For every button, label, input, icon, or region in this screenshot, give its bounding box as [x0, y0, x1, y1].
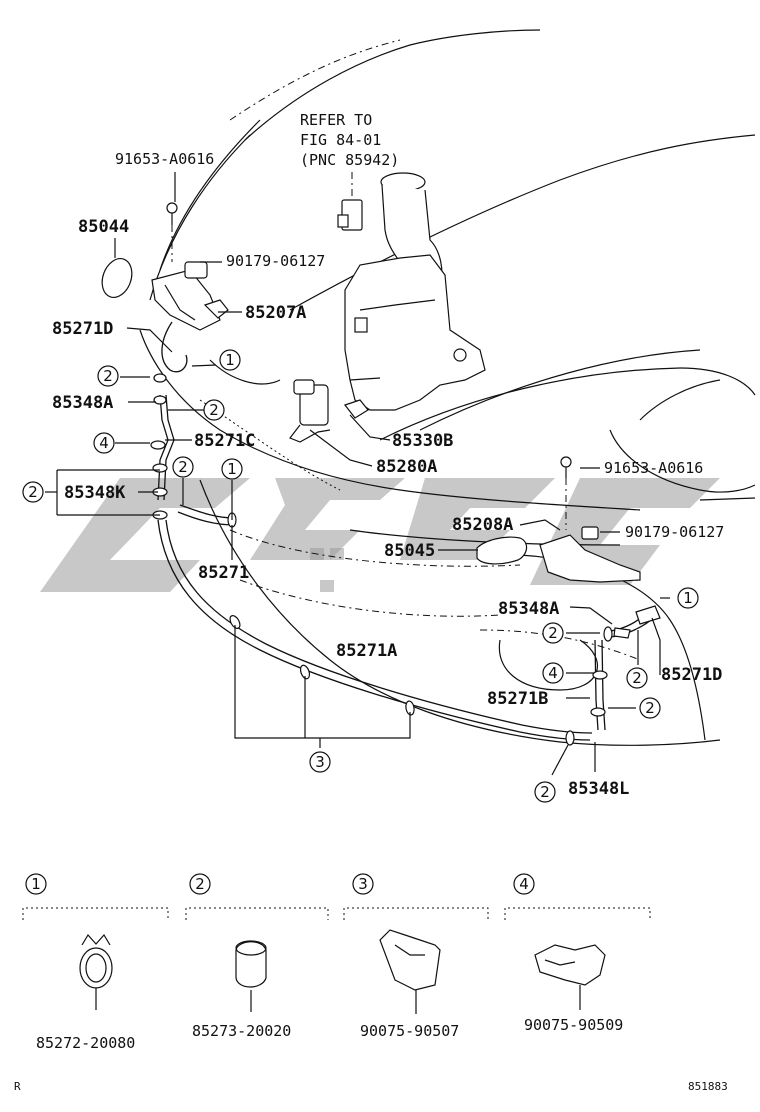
legend-part-4: 90075-90509	[524, 1016, 623, 1034]
ref-circle-2: 2	[97, 365, 119, 387]
legend-part-1: 85272-20080	[36, 1034, 135, 1052]
washer-tank	[344, 172, 486, 411]
svg-text:3: 3	[315, 753, 325, 771]
hoses	[157, 321, 657, 741]
svg-text:2: 2	[645, 699, 655, 717]
svg-text:2: 2	[632, 669, 642, 687]
ref-circle-2: 2	[639, 697, 661, 719]
refer-note-line-1: REFER TO	[300, 111, 372, 129]
svg-text:1: 1	[225, 351, 235, 369]
clamp-icon	[379, 929, 441, 1014]
ref-circle-2: 2	[534, 781, 556, 803]
svg-text:1: 1	[683, 589, 693, 607]
callout-85280a: 85280A	[376, 457, 437, 477]
callout-85207a: 85207A	[245, 303, 306, 323]
refer-note: REFER TO FIG 84-01 (PNC 85942)	[300, 111, 399, 169]
refer-note-line-3: (PNC 85942)	[300, 151, 399, 169]
callout-85271d-left: 85271D	[52, 319, 113, 339]
legend-num-2: 2	[195, 875, 205, 893]
legend-item-3: 3 90075-90507	[343, 873, 489, 1040]
right-cleaner-nozzle	[476, 456, 641, 583]
svg-text:2: 2	[28, 483, 38, 501]
svg-text:2: 2	[103, 367, 113, 385]
ref-circle-1: 1	[219, 349, 241, 371]
callout-85271: 85271	[198, 563, 249, 583]
callout-90179-right: 90179-06127	[625, 523, 724, 541]
svg-text:2: 2	[209, 401, 219, 419]
footer-mark: R	[14, 1080, 21, 1093]
refer-connector	[337, 172, 363, 231]
callout-85208a: 85208A	[452, 515, 513, 535]
ref-circle-2: 2	[22, 481, 44, 503]
legend-part-2: 85273-20020	[192, 1022, 291, 1040]
callout-90179-top: 90179-06127	[226, 252, 325, 270]
legend-item-1: 1 85272-20080	[22, 873, 169, 1052]
ref-circle-2: 2	[203, 399, 225, 421]
callout-85348k: 85348K	[64, 483, 126, 503]
svg-text:2: 2	[178, 458, 188, 476]
clip-spring-icon	[79, 933, 113, 1010]
legend-num-1: 1	[31, 875, 41, 893]
legend-item-2: 2 85273-20020	[185, 873, 329, 1040]
callout-85271d-right: 85271D	[661, 665, 722, 685]
callout-85271c: 85271C	[194, 431, 255, 451]
svg-text:2: 2	[548, 624, 558, 642]
washer-pump	[289, 379, 369, 443]
callout-91653-right: 91653-A0616	[604, 459, 703, 477]
reference-circles: 1 2 2 4 2 1 2 1 2 4 2 2 3 2	[22, 349, 699, 803]
svg-text:1: 1	[227, 460, 237, 478]
legend-part-3: 90075-90507	[360, 1022, 459, 1040]
ref-circle-1: 1	[677, 587, 699, 609]
legend-num-3: 3	[358, 875, 368, 893]
svg-text:4: 4	[548, 664, 558, 682]
diagram-code: 851883	[688, 1080, 728, 1093]
callout-85330b: 85330B	[392, 431, 453, 451]
clamp-icon	[534, 944, 606, 1010]
callout-85348l: 85348L	[568, 779, 629, 799]
callout-85348a-left: 85348A	[52, 393, 113, 413]
ref-circle-2: 2	[542, 622, 564, 644]
callout-85271b: 85271B	[487, 689, 548, 709]
ref-circle-1: 1	[221, 458, 243, 480]
refer-note-line-2: FIG 84-01	[300, 131, 381, 149]
svg-text:2: 2	[540, 783, 550, 801]
ref-circle-3: 3	[309, 751, 331, 773]
clip-ring-icon	[235, 940, 267, 1012]
callout-85348a-right: 85348A	[498, 599, 559, 619]
ref-circle-2: 2	[626, 667, 648, 689]
callout-91653-top: 91653-A0616	[115, 150, 214, 168]
callout-85271a: 85271A	[336, 641, 397, 661]
legend-num-4: 4	[519, 875, 529, 893]
svg-text:4: 4	[99, 434, 109, 452]
left-cleaner-nozzle	[101, 202, 229, 331]
ref-circle-2: 2	[172, 456, 194, 478]
leader-lines	[45, 172, 670, 776]
ref-circle-4: 4	[542, 662, 564, 684]
body-outline	[139, 29, 756, 746]
callout-85044: 85044	[78, 217, 129, 237]
ref-circle-4: 4	[93, 432, 115, 454]
callout-85045: 85045	[384, 541, 435, 561]
part-callouts: 91653-A0616 85044 90179-06127 85207A 852…	[52, 150, 724, 799]
legend-item-4: 4 90075-90509	[504, 873, 651, 1034]
hose-clips	[150, 373, 661, 746]
